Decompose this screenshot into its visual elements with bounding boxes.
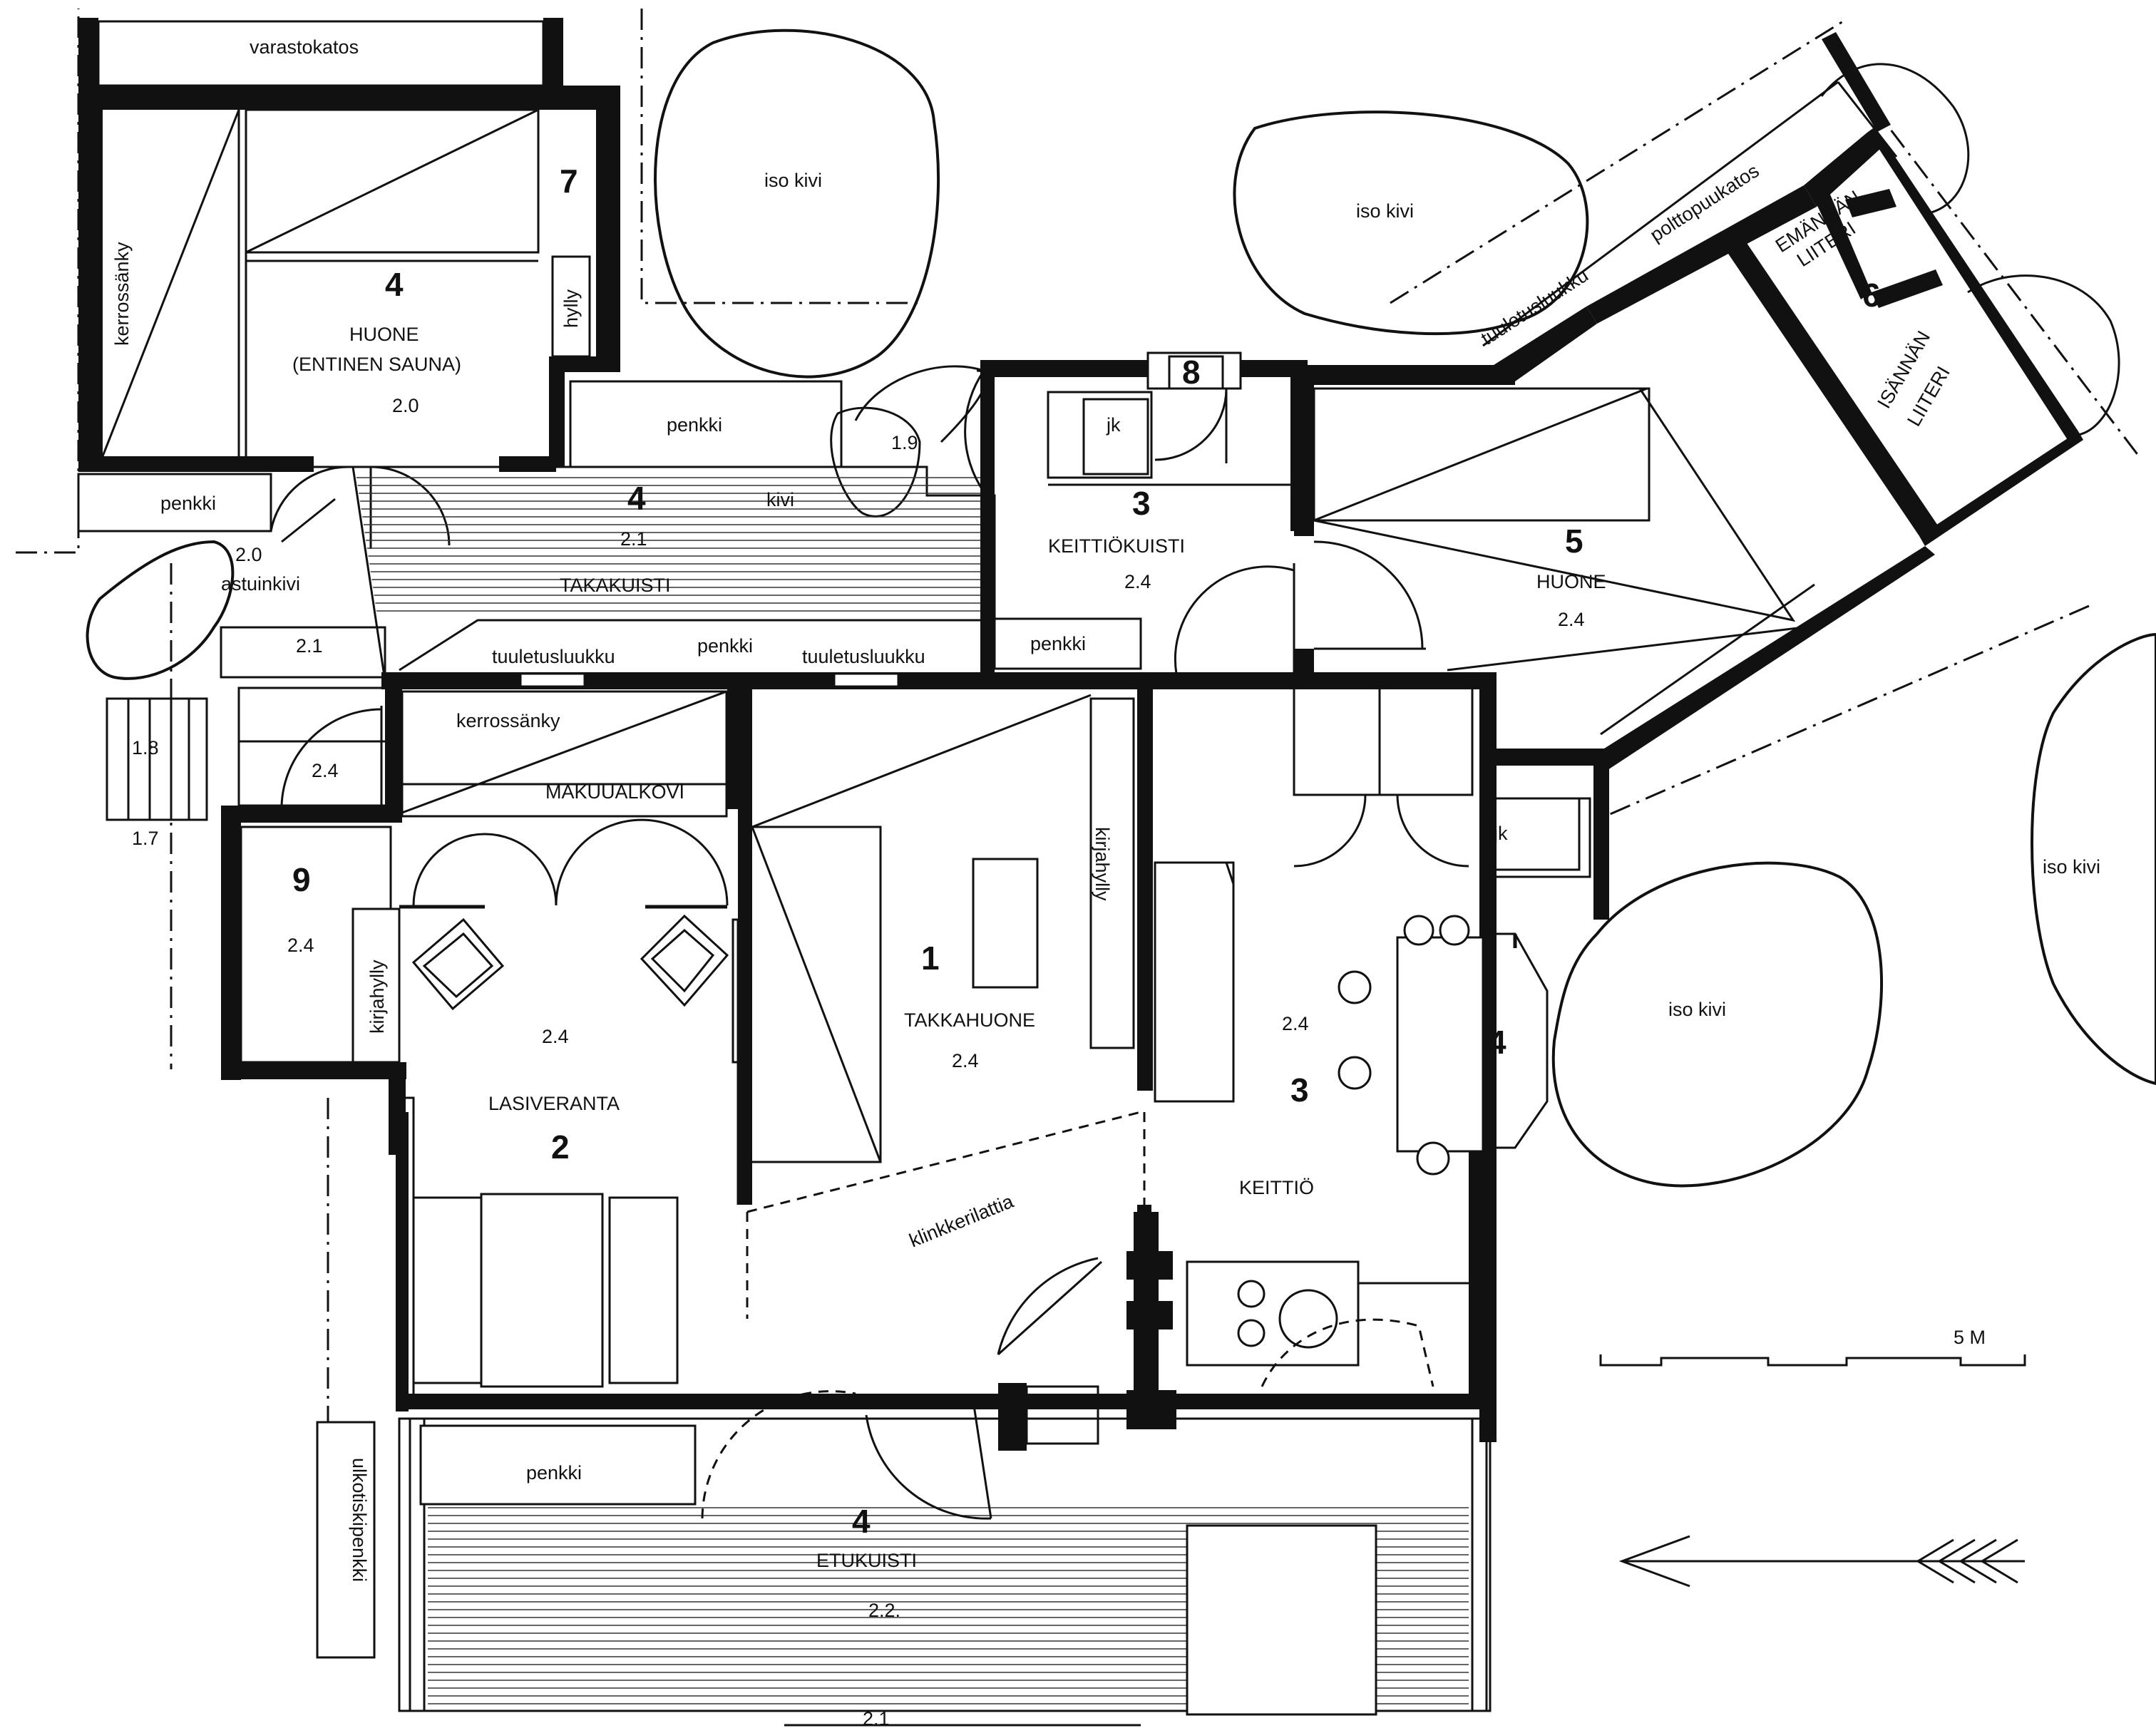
dim-takakuisti: 2.1	[620, 528, 647, 550]
dim-room-9: 2.4	[287, 935, 314, 956]
label-kivi: kivi	[766, 489, 794, 510]
front-porch-deck	[316, 1417, 1492, 1716]
room-number-3-keittiokuisti: 3	[1132, 485, 1151, 522]
label-penkki: penkki	[697, 635, 753, 657]
label-huone-5: HUONE	[1536, 571, 1606, 592]
room-number-5: 5	[1565, 523, 1583, 560]
label-astuinkivi: astuinkivi	[221, 573, 300, 595]
room-number-6: 6	[1862, 277, 1881, 314]
dim-sauna: 2.0	[392, 395, 419, 416]
rock-outline	[86, 540, 235, 680]
sauna-building	[78, 18, 620, 549]
label-iso-kivi: iso kivi	[764, 170, 822, 191]
label-etukuisti: ETUKUISTI	[816, 1550, 917, 1571]
scale-label: 5 M	[1954, 1327, 1986, 1348]
room-number-8: 8	[1182, 354, 1201, 391]
room-number-4-bay: 4	[1488, 1024, 1506, 1061]
rock-outline	[1551, 861, 1884, 1188]
room-number-4-sauna: 4	[385, 266, 404, 303]
dim-1-8: 1.8	[132, 737, 159, 758]
room-number-1: 1	[921, 940, 940, 977]
dim-2-1-left: 2.1	[296, 635, 323, 657]
label-jk: jk	[1106, 414, 1121, 436]
label-jk: jk	[1493, 823, 1508, 844]
room-number-4-etukuisti: 4	[852, 1503, 871, 1540]
dim-1-7: 1.7	[132, 828, 159, 849]
armchair-left	[411, 917, 505, 1011]
dim-lasiveranta: 2.4	[542, 1026, 569, 1047]
label-iso-kivi: iso kivi	[2043, 856, 2100, 878]
label-varastokatos: varastokatos	[250, 36, 359, 58]
dim-keittio: 2.4	[1282, 1013, 1309, 1034]
label-entinen-sauna: (ENTINEN SAUNA)	[292, 354, 461, 375]
dim-etukuisti: 2.2.	[868, 1600, 900, 1621]
label-penkki: penkki	[667, 414, 722, 436]
label-takakuisti: TAKAKUISTI	[560, 575, 671, 596]
label-hylly: hylly	[560, 289, 582, 328]
label-iso-kivi: iso kivi	[1356, 200, 1414, 222]
rock-outline	[2031, 632, 2156, 1086]
label-tuuletusluukku: tuuletusluukku	[492, 646, 615, 667]
label-penkki: penkki	[526, 1462, 582, 1483]
label-kerrossanky: kerrossänky	[111, 242, 133, 346]
label-lasiveranta: LASIVERANTA	[488, 1093, 620, 1114]
dim-keittiokuisti: 2.4	[1124, 571, 1151, 592]
label-huone-sauna: HUONE	[349, 324, 419, 345]
dim-2-0: 2.0	[235, 544, 262, 565]
dim-hall: 2.4	[312, 760, 339, 781]
label-makuualkovi: MAKUUALKOVI	[545, 781, 684, 803]
label-kirjahylly: kirjahylly	[366, 960, 388, 1034]
scale-bar	[1599, 1354, 2026, 1367]
room-number-9: 9	[292, 861, 311, 898]
room-number-2: 2	[551, 1128, 570, 1166]
rocks	[86, 29, 2156, 1188]
rock-outline	[654, 29, 940, 379]
dim-bottom: 2.1	[863, 1708, 890, 1728]
north-arrow	[1618, 1535, 2025, 1588]
room-5-wing	[1294, 32, 2120, 770]
label-keittio: KEITTIÖ	[1239, 1177, 1314, 1198]
room-number-4-takakuisti: 4	[627, 480, 646, 517]
dim-1-9: 1.9	[891, 432, 918, 453]
label-ulkotiskipenkki: ulkotiskipenkki	[349, 1458, 370, 1582]
room-number-7: 7	[560, 163, 578, 200]
label-penkki: penkki	[160, 493, 216, 514]
label-iso-kivi: iso kivi	[1668, 999, 1726, 1020]
label-penkki: penkki	[1030, 633, 1086, 654]
dim-huone-5: 2.4	[1558, 609, 1585, 630]
label-klinkkerilattia: klinkkerilattia	[906, 1190, 1017, 1251]
room-number-3-keittio: 3	[1290, 1071, 1309, 1109]
label-tuuletusluukku: tuuletusluukku	[802, 646, 925, 667]
label-takkahuone: TAKKAHUONE	[904, 1009, 1035, 1031]
armchair-right	[640, 914, 729, 1007]
label-keittiokuisti: KEITTIÖKUISTI	[1048, 535, 1185, 557]
label-kerrossanky: kerrossänky	[456, 710, 560, 731]
label-kirjahylly: kirjahylly	[1092, 827, 1113, 901]
rock-outline	[1233, 110, 1589, 336]
dim-takkahuone: 2.4	[952, 1050, 979, 1071]
stairs	[106, 697, 208, 821]
